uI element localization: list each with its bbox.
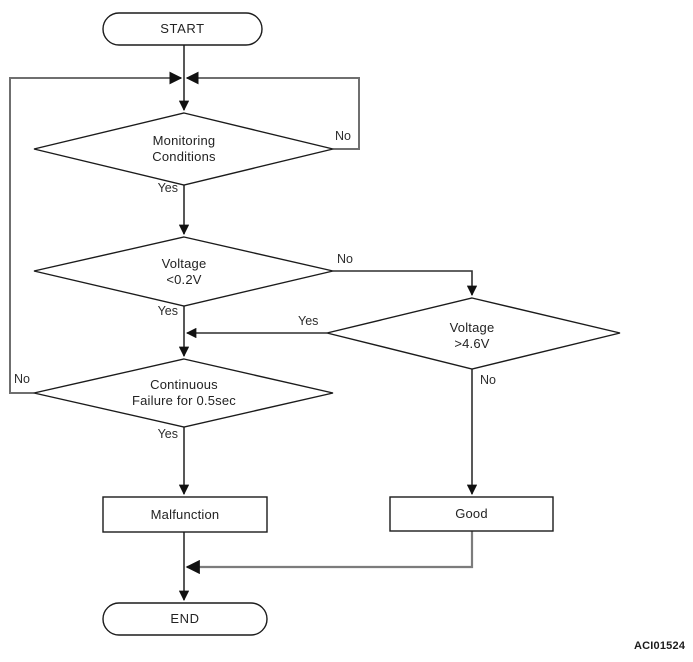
good-process-shape (389, 496, 554, 532)
continuous-failure-diamond (33, 358, 334, 428)
edge-monitoring-no-loop (185, 71, 360, 150)
figure-code: ACI01524 (634, 640, 686, 652)
start-terminal-shape (102, 12, 263, 46)
edge-continuous-no-loop (9, 71, 183, 394)
end-terminal-shape (102, 602, 268, 636)
monitoring-conditions-diamond (33, 112, 334, 186)
malfunction-process-shape (102, 496, 268, 533)
edge-good-to-end (185, 531, 474, 575)
voltage-high-diamond (326, 297, 621, 370)
edge-voltage-low-no (333, 270, 478, 297)
voltage-low-diamond (33, 236, 334, 307)
